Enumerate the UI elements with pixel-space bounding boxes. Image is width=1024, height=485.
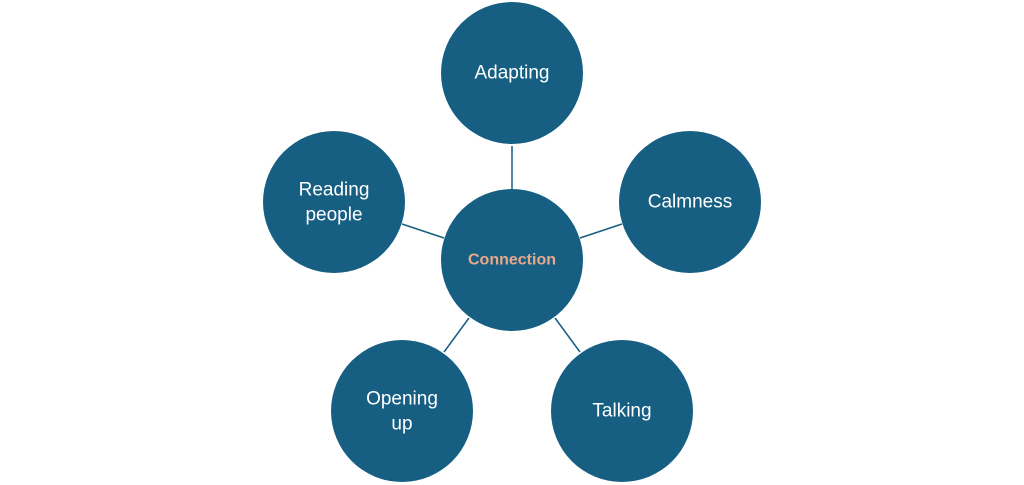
node-opening-up-circle — [331, 340, 473, 482]
node-adapting-circle — [441, 2, 583, 144]
node-talking: Talking — [551, 340, 693, 482]
node-talking-circle — [551, 340, 693, 482]
center-node-label: Connection — [468, 252, 556, 269]
node-opening-up-label: Opening — [366, 389, 438, 410]
node-calmness-circle — [619, 131, 761, 273]
center-node-circle — [441, 189, 583, 331]
node-opening-up-label-line2: up — [391, 414, 412, 435]
node-calmness-label: Calmness — [648, 192, 732, 213]
node-reading-people: Reading people — [263, 131, 405, 273]
node-opening-up: Opening up — [331, 340, 473, 482]
node-calmness: Calmness — [619, 131, 761, 273]
connector-opening-up — [443, 317, 470, 353]
node-reading-people-label: Reading — [299, 180, 370, 201]
connector-reading-people — [401, 223, 445, 239]
connector-talking — [554, 317, 581, 353]
node-talking-label: Talking — [592, 401, 651, 422]
connectors — [401, 146, 623, 353]
node-adapting: Adapting — [441, 2, 583, 144]
node-reading-people-circle — [263, 131, 405, 273]
node-adapting-label: Adapting — [474, 63, 549, 84]
node-reading-people-label-line2: people — [305, 205, 362, 226]
center-node: Connection — [441, 189, 583, 331]
connector-calmness — [579, 223, 623, 239]
